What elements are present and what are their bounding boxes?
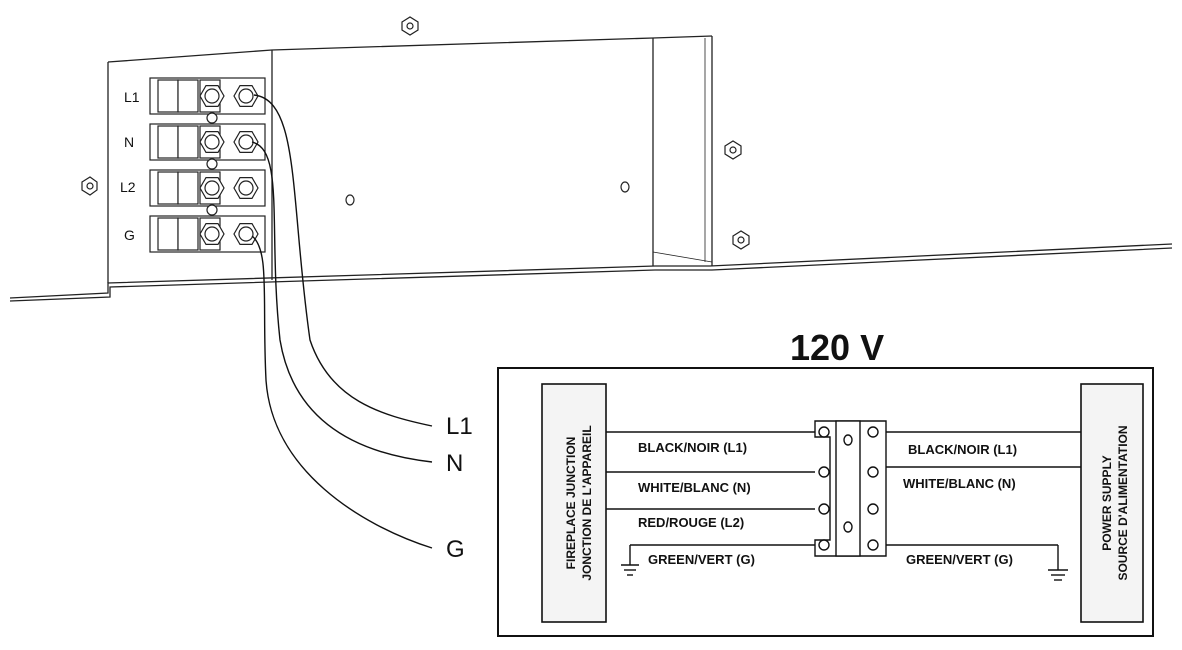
connector-screw-icon bbox=[818, 503, 830, 515]
bridge-link bbox=[206, 158, 218, 170]
schematic-wires bbox=[606, 431, 1081, 581]
fireplace-junction-box bbox=[541, 383, 607, 623]
terminal-block bbox=[149, 77, 266, 253]
connector-screw-icon bbox=[818, 539, 830, 551]
wire-label-g: G bbox=[446, 536, 465, 563]
bolt-icon bbox=[81, 176, 98, 196]
wires bbox=[251, 94, 433, 549]
power-supply-box bbox=[1080, 383, 1144, 623]
wire-l1 bbox=[253, 94, 433, 427]
connector-mount-hole bbox=[843, 521, 853, 533]
screw-icon bbox=[204, 88, 220, 104]
terminal-label-l1: L1 bbox=[124, 89, 140, 105]
bridge-link bbox=[206, 112, 218, 124]
bolt-icon bbox=[401, 16, 419, 36]
screw-icon bbox=[238, 180, 254, 196]
wire-g bbox=[251, 235, 433, 549]
wire-label-n: N bbox=[446, 450, 463, 477]
left-wire-label-white: WHITE/BLANC (N) bbox=[638, 480, 751, 495]
schematic-title: 120 V bbox=[790, 327, 884, 368]
screw-icon bbox=[204, 134, 220, 150]
screw-icon bbox=[204, 180, 220, 196]
terminal-row bbox=[149, 169, 266, 216]
terminal-row bbox=[149, 123, 266, 170]
screw-icon bbox=[238, 134, 254, 150]
connector-screw-icon bbox=[867, 466, 879, 478]
connector-screw-icon bbox=[867, 426, 879, 438]
screw-icon bbox=[238, 226, 254, 242]
right-wire-label-black: BLACK/NOIR (L1) bbox=[908, 442, 1017, 457]
connector-screw-icon bbox=[867, 503, 879, 515]
left-wire-label-black: BLACK/NOIR (L1) bbox=[638, 440, 747, 455]
wire-label-l1: L1 bbox=[446, 413, 473, 440]
right-wire-label-white: WHITE/BLANC (N) bbox=[903, 476, 1016, 491]
terminal-label-n: N bbox=[124, 134, 134, 150]
schematic-frame bbox=[497, 367, 1154, 637]
bolt-icon bbox=[732, 230, 750, 250]
screw-hole bbox=[620, 181, 630, 193]
fireplace-junction-label: FIREPLACE JUNCTION bbox=[564, 437, 578, 570]
wire-n bbox=[251, 141, 433, 463]
connector-screw-icon bbox=[818, 426, 830, 438]
terminal-label-l2: L2 bbox=[120, 179, 136, 195]
schematic-connector-block bbox=[814, 420, 887, 557]
bridge-link bbox=[206, 204, 218, 216]
terminal-row bbox=[149, 77, 266, 124]
terminal-row bbox=[149, 215, 266, 253]
connector-screw-icon bbox=[818, 466, 830, 478]
right-wire-label-green: GREEN/VERT (G) bbox=[906, 552, 1013, 567]
bolt-icon bbox=[724, 140, 742, 160]
screw-hole bbox=[345, 194, 355, 206]
power-supply-label-fr: SOURCE D'ALIMENTATION bbox=[1116, 425, 1130, 580]
fireplace-junction-label-fr: JONCTION DE L'APPAREIL bbox=[580, 425, 594, 580]
connector-mount-hole bbox=[843, 434, 853, 446]
bolt-icons bbox=[81, 16, 750, 250]
left-wire-label-red: RED/ROUGE (L2) bbox=[638, 515, 744, 530]
power-supply-label: POWER SUPPLY bbox=[1100, 455, 1114, 551]
connector-screw-icon bbox=[867, 539, 879, 551]
left-wire-label-green: GREEN/VERT (G) bbox=[648, 552, 755, 567]
housing-outline bbox=[9, 35, 1173, 302]
screw-icon bbox=[238, 88, 254, 104]
screw-icon bbox=[204, 226, 220, 242]
terminal-label-g: G bbox=[124, 227, 135, 243]
